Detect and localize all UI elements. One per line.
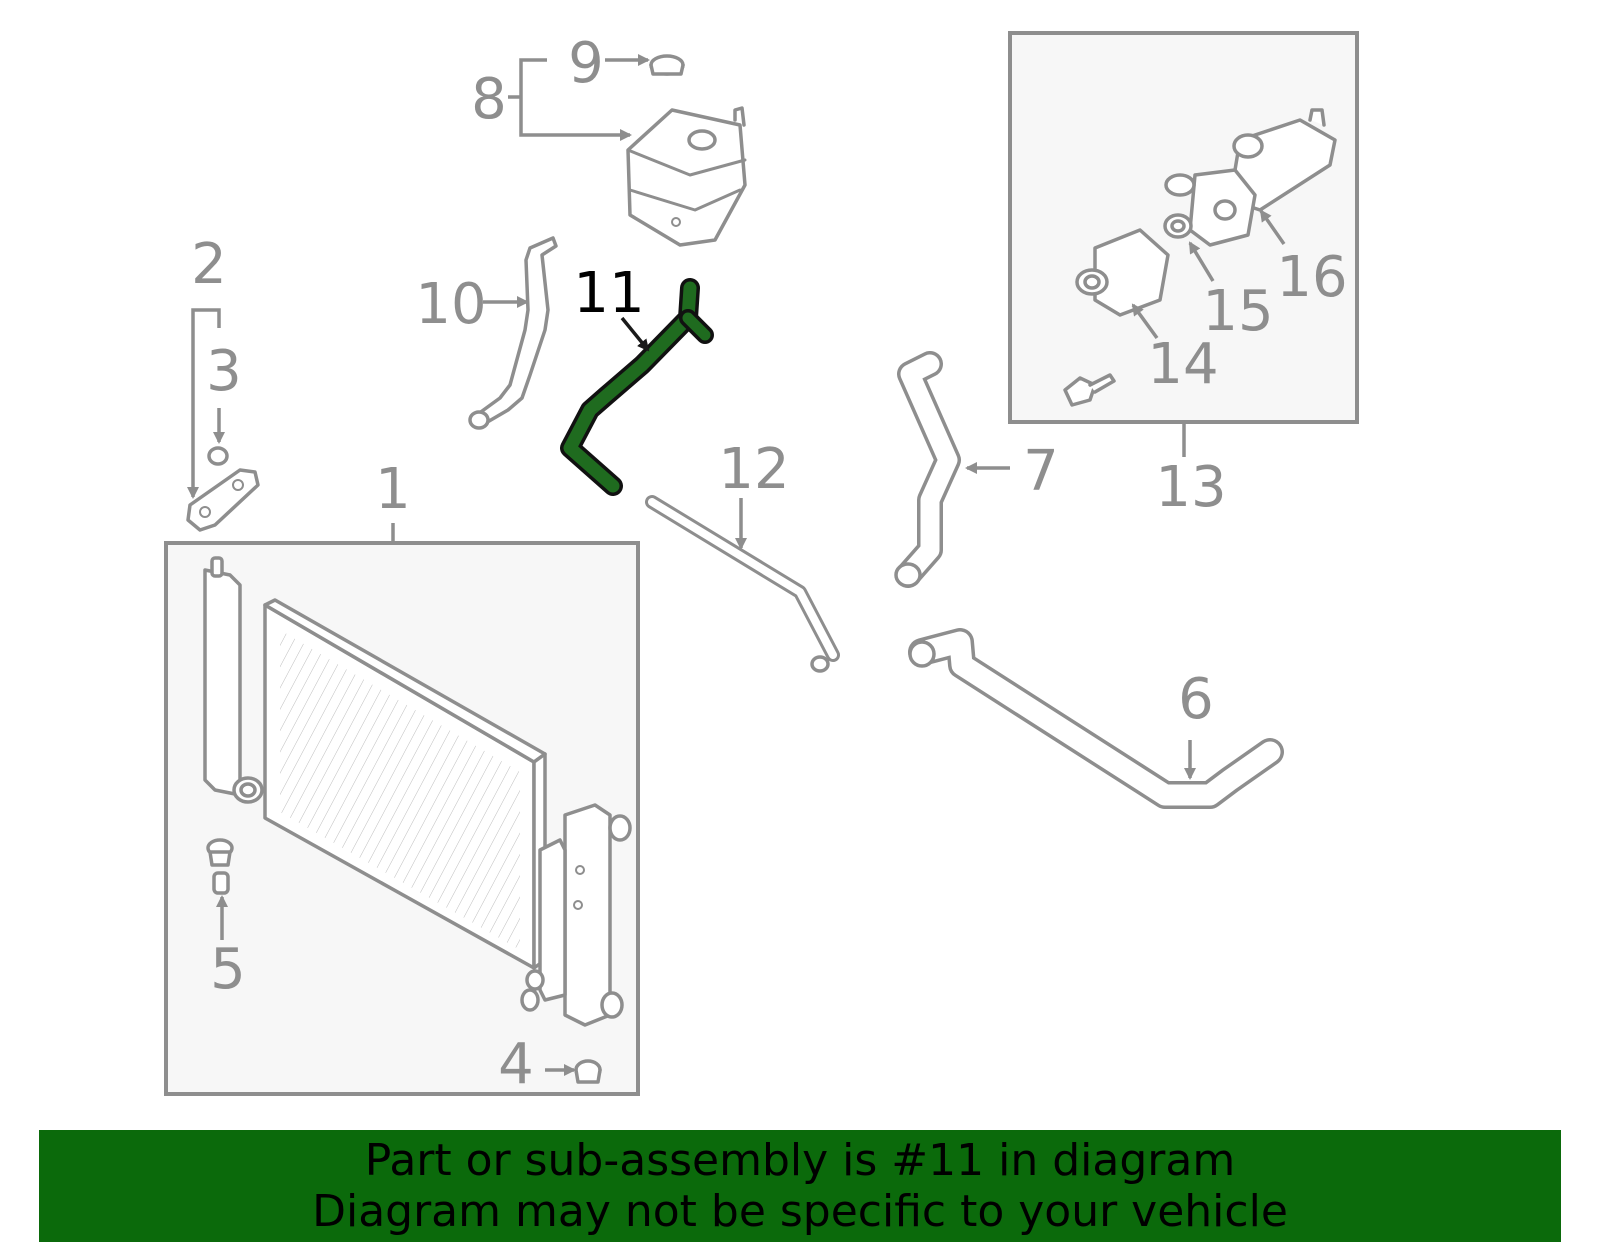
callout-1: 1: [375, 457, 411, 522]
callout-16: 16: [1276, 245, 1347, 310]
reservoir-cap: [649, 54, 685, 76]
bracket-part: [186, 468, 260, 532]
callout-15: 15: [1202, 279, 1273, 344]
banner-line-2: Diagram may not be specific to your vehi…: [312, 1186, 1288, 1237]
callout-9: 9: [568, 31, 604, 96]
callout-8: 8: [471, 67, 507, 132]
drain-plug-part: [206, 838, 234, 895]
callout-2: 2: [191, 232, 227, 297]
callout-11: 11: [573, 261, 644, 326]
hose-part-6: [908, 628, 1284, 809]
callout-4: 4: [498, 1032, 534, 1097]
callout-14: 14: [1147, 332, 1218, 397]
cushion-part: [207, 446, 229, 466]
callout-7: 7: [1023, 439, 1059, 504]
radiator-left-tank: [203, 556, 264, 804]
callout-3: 3: [206, 339, 242, 404]
callout-10: 10: [415, 272, 486, 337]
radiator-right-tank: [520, 803, 632, 1027]
radiator-core: [263, 598, 547, 970]
callout-12: 12: [718, 437, 789, 502]
hose-part-12: [645, 495, 840, 673]
hose-part-10: [476, 236, 558, 426]
clip-part: [574, 1059, 602, 1084]
hose-part-7: [894, 351, 961, 588]
callout-6: 6: [1178, 667, 1214, 732]
reservoir-tank: [626, 106, 747, 247]
info-banner: Part or sub-assembly is #11 in diagram D…: [39, 1130, 1561, 1242]
callout-13: 13: [1155, 455, 1226, 520]
thermostat-housing-parts: [1063, 108, 1337, 407]
hose-part-11: [560, 278, 714, 496]
banner-line-1: Part or sub-assembly is #11 in diagram: [364, 1135, 1236, 1186]
leader-lines: [187, 54, 1286, 1076]
callout-5: 5: [210, 937, 246, 1002]
